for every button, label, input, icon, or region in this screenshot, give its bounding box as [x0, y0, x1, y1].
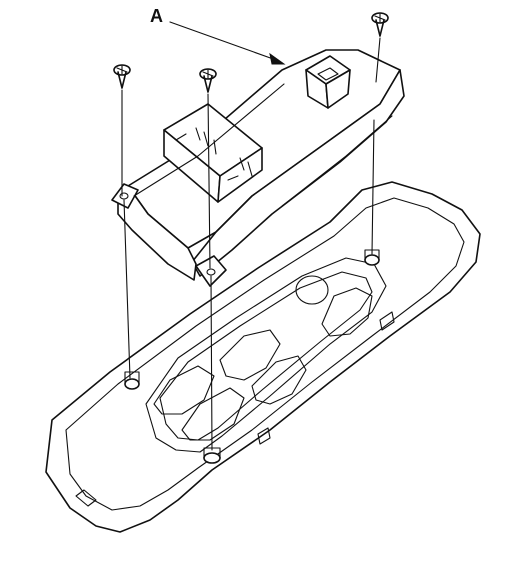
boss-rear — [364, 249, 380, 266]
callout-label-a: A — [150, 6, 163, 26]
door-armrest-panel — [45, 181, 481, 533]
boss-left — [124, 371, 140, 390]
screw-icon — [199, 68, 217, 451]
screw-icon — [371, 12, 389, 255]
screw-icon — [113, 64, 131, 379]
power-window-switch-assembly — [111, 49, 405, 287]
boss-front — [203, 447, 221, 464]
connector-icon — [305, 55, 351, 109]
arrow-icon — [169, 21, 286, 65]
